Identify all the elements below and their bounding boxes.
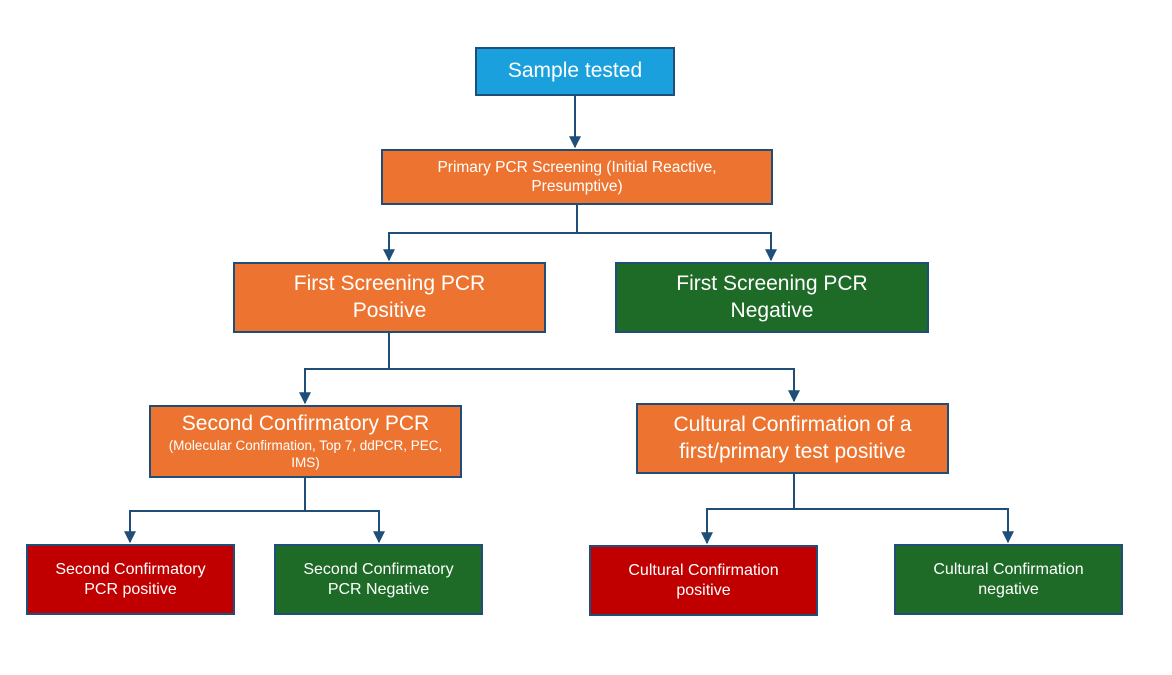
node-first-screening-positive-line2: Positive [352,298,427,322]
node-second-confirmatory-negative-line2: PCR Negative [327,580,430,598]
node-primary-pcr-screening-label: Primary PCR Screening (Initial Reactive,… [437,158,717,195]
node-second-confirmatory-negative: Second Confirmatory PCR Negative [274,544,483,615]
edge-cultural-to-cc-positive [701,474,795,545]
node-cultural-confirmation-negative-line2: negative [978,580,1039,598]
node-cultural-confirmation-positive-line1: Cultural Confirmation [628,561,779,579]
edge-primary-to-first-negative [577,232,777,262]
node-second-confirmatory-negative-line1: Second Confirmatory [303,560,454,578]
node-cultural-confirmation-line2: first/primary test positive [679,439,906,463]
node-second-confirmatory-pcr-title: Second Confirmatory PCR [181,412,430,436]
edge-first-positive-to-second [299,333,390,405]
node-cultural-confirmation-negative: Cultural Confirmation negative [894,544,1123,615]
node-second-confirmatory-positive-line2: PCR positive [84,580,177,598]
node-cultural-confirmation-line1: Cultural Confirmation of a [673,413,912,437]
node-cultural-confirmation-negative-line1: Cultural Confirmation [933,560,1084,578]
node-first-screening-negative: First Screening PCR Negative [615,262,929,333]
node-sample-tested-label: Sample tested [507,59,643,83]
edge-second-to-sc-positive [124,478,306,544]
node-cultural-confirmation-positive: Cultural Confirmation positive [589,545,818,616]
node-first-screening-positive: First Screening PCR Positive [233,262,546,333]
edge-cultural-to-cc-negative [794,508,1014,544]
node-second-confirmatory-positive: Second Confirmatory PCR positive [26,544,235,615]
node-cultural-confirmation: Cultural Confirmation of a first/primary… [636,403,949,474]
edge-second-to-sc-negative [305,510,385,544]
edge-primary-to-first-positive [383,205,578,262]
edge-first-positive-to-cultural [389,368,800,403]
node-second-confirmatory-pcr: Second Confirmatory PCR (Molecular Confi… [149,405,462,478]
node-sample-tested: Sample tested [475,47,675,96]
node-second-confirmatory-pcr-subtitle: (Molecular Confirmation, Top 7, ddPCR, P… [168,437,443,471]
node-primary-pcr-screening: Primary PCR Screening (Initial Reactive,… [381,149,773,205]
node-second-confirmatory-positive-line1: Second Confirmatory [55,560,206,578]
node-first-screening-negative-line2: Negative [730,298,814,322]
node-first-screening-negative-line1: First Screening PCR [676,272,868,296]
node-first-screening-positive-line1: First Screening PCR [293,272,486,296]
node-cultural-confirmation-positive-line2: positive [676,581,731,599]
